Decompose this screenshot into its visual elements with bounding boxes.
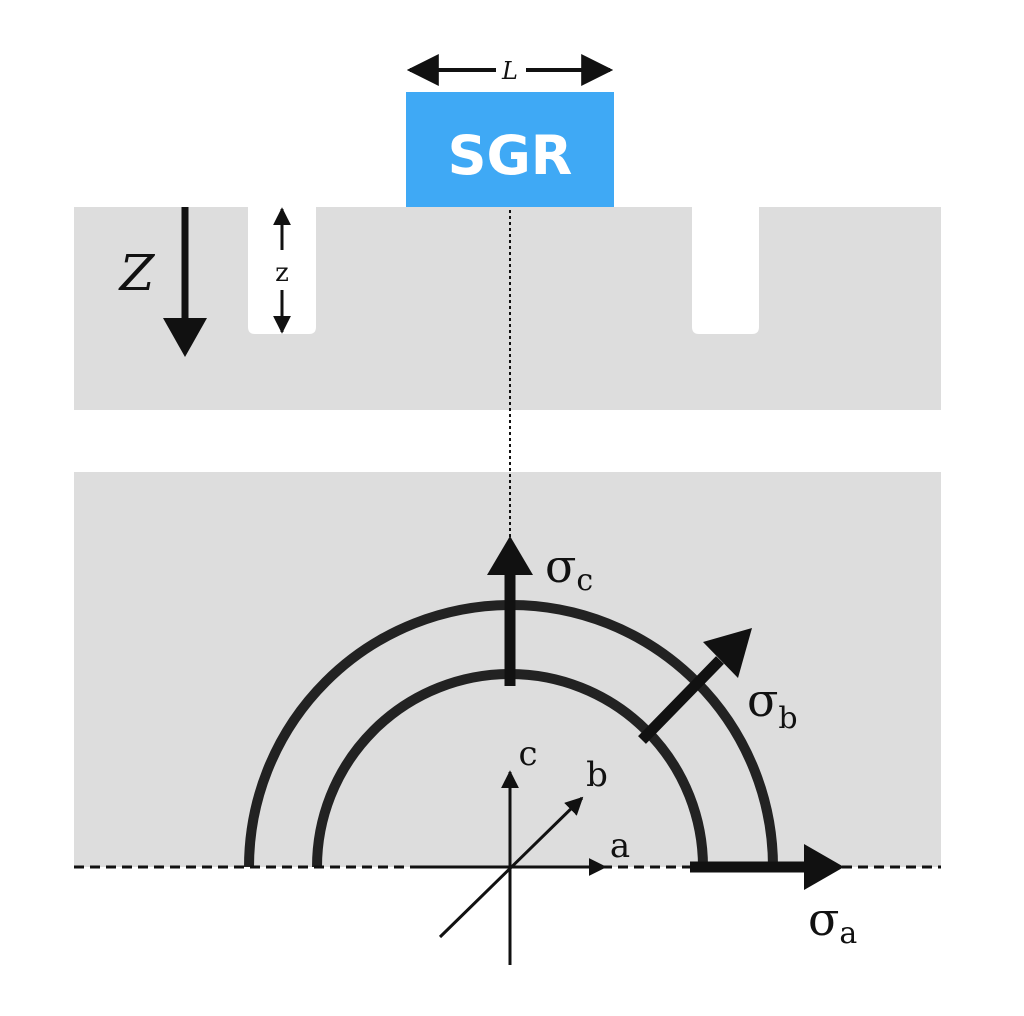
sgr-sensor bbox=[406, 92, 614, 207]
length-label: L bbox=[501, 57, 518, 85]
upper-medium-block bbox=[74, 207, 941, 410]
depth-arrow-head bbox=[163, 318, 207, 357]
axis-c-label: c bbox=[518, 734, 537, 774]
axis-a-label: a bbox=[610, 826, 630, 866]
sigma-b-arrow-head bbox=[703, 628, 752, 678]
sigma-c-label: σc bbox=[545, 539, 593, 598]
depth-label-big: Z bbox=[118, 244, 156, 302]
sigma-c-arrow-head bbox=[487, 536, 533, 575]
sigma-b-arrow-shaft bbox=[638, 656, 724, 744]
axis-b-label: b bbox=[586, 755, 608, 795]
sigma-b-label: σb bbox=[747, 673, 798, 736]
sgr-label: SGR bbox=[448, 124, 573, 187]
sigma-a-label: σa bbox=[808, 892, 857, 951]
sigma-a-arrow-head bbox=[804, 844, 844, 890]
axis-b-line bbox=[438, 796, 584, 939]
depth-label-small: z bbox=[275, 258, 289, 288]
